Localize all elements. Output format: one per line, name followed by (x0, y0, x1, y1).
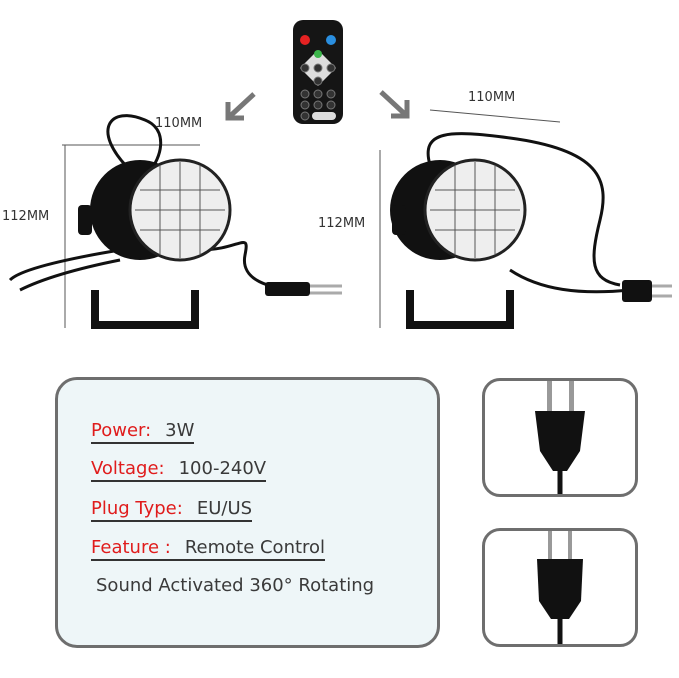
spec-box: Power: 3W Voltage: 100-240V Plug Type: EU/U… (55, 377, 440, 648)
left-height-label: 112MM (2, 209, 50, 224)
lamp-eu-image (8, 114, 342, 329)
arrow-down-left-icon (225, 92, 256, 121)
spec-voltage: Voltage: 100-240V (91, 458, 267, 482)
right-width-label: 110MM (468, 90, 516, 105)
spec-value: 3W (165, 420, 195, 441)
arrow-down-right-icon (379, 90, 410, 119)
us-plug-icon (537, 531, 583, 644)
spec-feature-extra: Sound Activated 360° Rotating (96, 575, 375, 596)
spec-value: EU/US (196, 498, 253, 519)
spec-key: Plug Type: (91, 498, 183, 519)
eu-plug-box (482, 378, 638, 497)
spec-key: Voltage: (91, 458, 165, 479)
spec-value: Remote Control (184, 537, 326, 558)
us-plug-box (482, 528, 638, 647)
spec-value: 100-240V (178, 458, 267, 479)
spec-feature: Feature : Remote Control (91, 537, 326, 561)
left-width-label: 110MM (155, 116, 203, 131)
right-height-label: 112MM (318, 216, 366, 231)
spec-plug-type: Plug Type: EU/US (91, 498, 253, 522)
spec-key: Power: (91, 420, 152, 441)
remote-control-image (293, 20, 343, 124)
spec-power: Power: 3W (91, 420, 195, 444)
spec-key: Feature : (91, 537, 171, 558)
eu-plug-icon (535, 381, 585, 494)
lamp-us-image (379, 109, 672, 329)
